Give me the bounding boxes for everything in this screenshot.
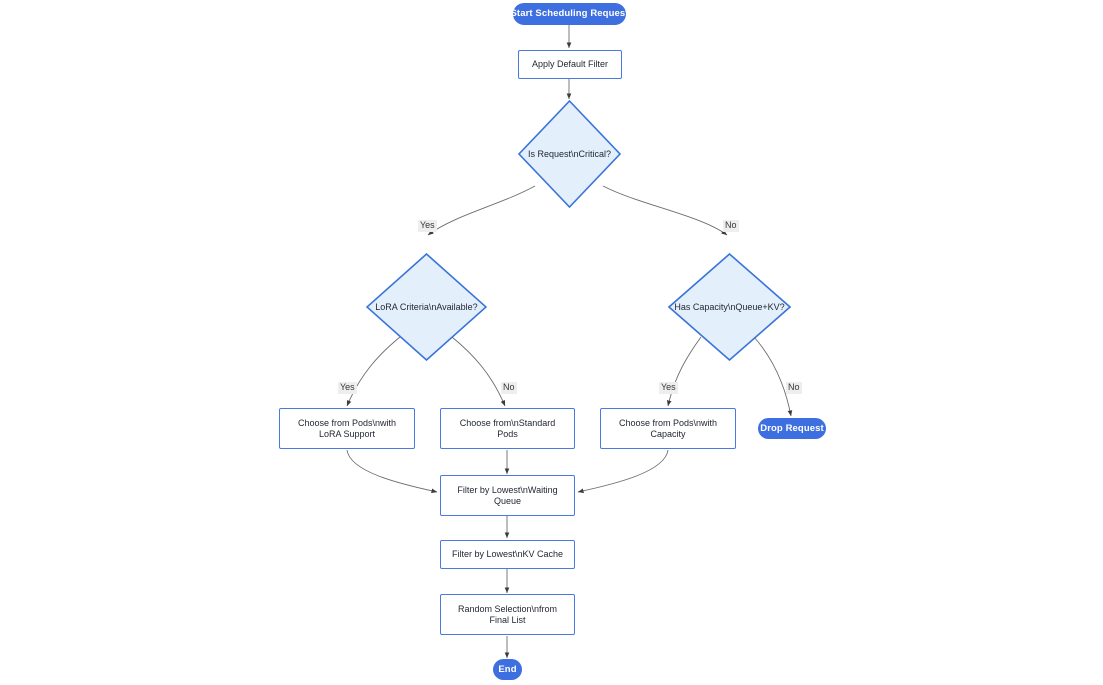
node-apply-default-filter[interactable]: Apply Default Filter <box>518 50 622 79</box>
edge-lora-criteria-to-pods-lora <box>346 336 401 407</box>
node-choose-pods-with-capacity[interactable]: Choose from Pods\nwith Capacity <box>600 408 736 449</box>
edge-label-capacity-no: No <box>786 382 802 394</box>
node-random-selection-final-list[interactable]: Random Selection\nfrom Final List <box>440 594 575 635</box>
edge-is-critical-to-has-capacity <box>602 185 728 236</box>
node-lora-criteria-available[interactable]: LoRA Criteria\nAvailable? <box>366 253 487 361</box>
node-filter-lowest-kv-cache-label: Filter by Lowest\nKV Cache <box>451 549 564 560</box>
node-lora-criteria-available-label: LoRA Criteria\nAvailable? <box>375 301 478 312</box>
node-is-request-critical[interactable]: Is Request\nCritical? <box>518 100 621 208</box>
node-choose-pods-lora-support-label-line2: LoRA Support <box>318 428 376 439</box>
node-random-selection-final-list-label-line1: Random Selection\nfrom <box>457 603 558 614</box>
node-choose-standard-pods-label-line1: Choose from\nStandard <box>459 417 556 428</box>
node-choose-standard-pods-label-line2: Pods <box>497 428 518 439</box>
edge-pods-lora-to-filter-queue <box>346 449 438 494</box>
edge-has-capacity-to-pods-capacity <box>666 336 702 407</box>
node-apply-default-filter-label: Apply Default Filter <box>531 59 609 70</box>
node-filter-lowest-waiting-queue-label-line1: Filter by Lowest\nWaiting <box>457 484 558 495</box>
node-filter-lowest-waiting-queue[interactable]: Filter by Lowest\nWaiting Queue <box>440 475 575 516</box>
edge-label-critical-yes: Yes <box>418 220 437 232</box>
node-random-selection-final-list-label-line2: Final List <box>489 614 526 625</box>
node-choose-standard-pods[interactable]: Choose from\nStandard Pods <box>440 408 575 449</box>
diamond-shape-lora-criteria-available <box>366 253 487 361</box>
edge-label-lora-no: No <box>501 382 517 394</box>
edge-lora-criteria-to-pods-standard <box>451 336 506 407</box>
node-filter-lowest-kv-cache[interactable]: Filter by Lowest\nKV Cache <box>440 540 575 569</box>
edge-label-capacity-yes: Yes <box>659 382 678 394</box>
node-filter-lowest-waiting-queue-label-line2: Queue <box>493 495 522 506</box>
edge-is-critical-to-lora-criteria <box>427 185 536 236</box>
node-end[interactable]: End <box>493 659 522 680</box>
edge-pods-capacity-to-filter-queue <box>577 449 669 494</box>
diamond-shape-is-request-critical <box>518 100 621 208</box>
edge-label-lora-yes: Yes <box>338 382 357 394</box>
node-choose-pods-with-capacity-label-line1: Choose from Pods\nwith <box>618 417 718 428</box>
node-start-label: Start Scheduling Request <box>510 8 629 20</box>
edge-has-capacity-to-drop-request <box>753 336 793 417</box>
node-has-capacity-queue-kv-label: Has Capacity\nQueue+KV? <box>674 301 785 312</box>
edge-label-critical-no: No <box>723 220 739 232</box>
node-is-request-critical-label: Is Request\nCritical? <box>527 148 612 159</box>
node-has-capacity-queue-kv[interactable]: Has Capacity\nQueue+KV? <box>668 253 791 361</box>
node-choose-pods-lora-support[interactable]: Choose from Pods\nwith LoRA Support <box>279 408 415 449</box>
node-choose-pods-with-capacity-label-line2: Capacity <box>650 428 686 439</box>
node-choose-pods-lora-support-label-line1: Choose from Pods\nwith <box>297 417 397 428</box>
diamond-shape-has-capacity-queue-kv <box>668 253 791 361</box>
node-drop-request-label: Drop Request <box>760 422 824 434</box>
node-end-label: End <box>498 663 517 675</box>
node-drop-request[interactable]: Drop Request <box>758 418 826 439</box>
node-start[interactable]: Start Scheduling Request <box>510 3 629 25</box>
